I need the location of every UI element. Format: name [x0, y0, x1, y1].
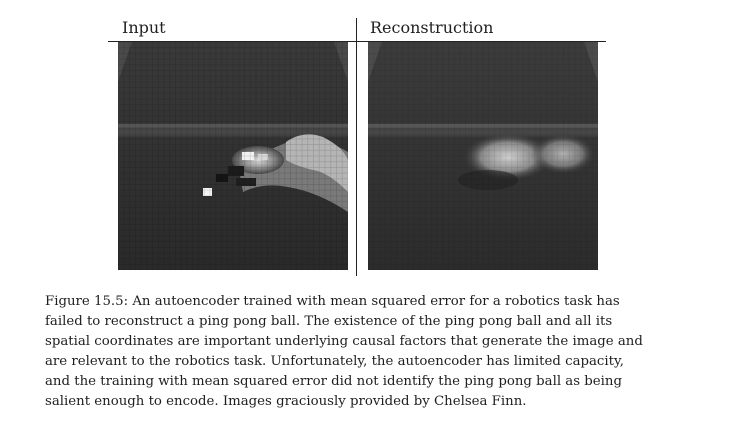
reconstruction-image: [368, 42, 598, 270]
caption-line: and the training with mean squared error…: [45, 374, 622, 389]
column-divider: [356, 18, 357, 276]
caption-line: spatial coordinates are important underl…: [45, 334, 643, 349]
caption-line: Figure 15.5: An autoencoder trained with…: [45, 294, 620, 309]
reconstruction-label: Reconstruction: [370, 18, 494, 37]
input-label: Input: [122, 18, 166, 37]
input-image: [118, 42, 348, 270]
figure-caption: Figure 15.5: An autoencoder trained with…: [45, 292, 685, 412]
caption-line: are relevant to the robotics task. Unfor…: [45, 354, 624, 369]
caption-line: salient enough to encode. Images graciou…: [45, 394, 527, 409]
caption-line: failed to reconstruct a ping pong ball. …: [45, 314, 613, 329]
top-rule: [108, 41, 606, 42]
